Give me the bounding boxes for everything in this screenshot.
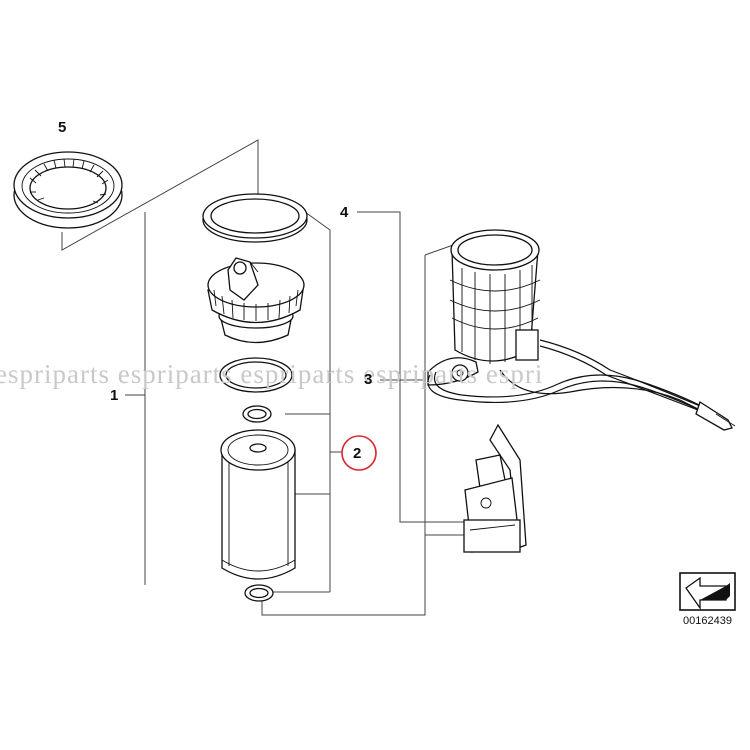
diagram-number: 00162439 bbox=[683, 615, 732, 627]
callout-5: 5 bbox=[58, 119, 66, 136]
watermark-text: espriparts espriparts espriparts espripa… bbox=[0, 359, 543, 389]
small-o-ring-top bbox=[242, 405, 272, 423]
medium-o-ring bbox=[219, 357, 293, 393]
part-3-level-sender bbox=[463, 423, 527, 553]
callout-2-highlight-ring bbox=[341, 435, 377, 471]
part-5-seal-ring bbox=[13, 151, 123, 229]
part-4-large-o-ring bbox=[202, 193, 308, 243]
callout-3: 3 bbox=[364, 371, 372, 388]
filter-cap bbox=[207, 257, 305, 344]
part-2-filter-element bbox=[220, 429, 296, 580]
callout-1: 1 bbox=[110, 387, 118, 404]
callout-4: 4 bbox=[340, 204, 349, 221]
part-3-pump-housing bbox=[427, 229, 736, 431]
callout-2: 2 bbox=[353, 445, 361, 462]
small-o-ring-bottom bbox=[244, 584, 274, 602]
arrow-badge-icon bbox=[679, 572, 736, 611]
